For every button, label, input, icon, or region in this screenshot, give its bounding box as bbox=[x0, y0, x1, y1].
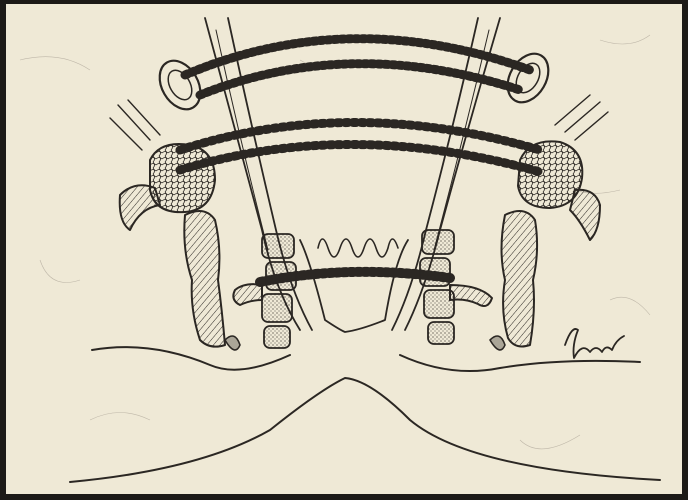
left-lower-tube bbox=[233, 284, 262, 305]
left-upper-bundle bbox=[110, 100, 160, 150]
left-stippled-block-2 bbox=[266, 262, 296, 290]
middle-dashed-band-bottom bbox=[180, 144, 540, 172]
upper-dashed-band-top bbox=[185, 39, 530, 75]
left-stippled-block-1 bbox=[262, 234, 294, 258]
left-ribbed-column bbox=[184, 211, 225, 347]
right-side-tube bbox=[570, 190, 600, 240]
paper-fibers bbox=[20, 35, 650, 449]
left-stippled-block-4 bbox=[264, 326, 290, 348]
canal-crypts bbox=[318, 239, 398, 257]
lower-mound-contour bbox=[70, 378, 660, 482]
right-stippled-block-2 bbox=[420, 258, 450, 286]
upper-dashed-band-bottom bbox=[200, 64, 520, 95]
left-upper-tube-ring bbox=[151, 53, 208, 116]
right-lower-tube bbox=[450, 285, 492, 306]
right-upper-tube-ring bbox=[499, 46, 556, 109]
body-contour-left bbox=[92, 347, 290, 370]
right-stippled-block-4 bbox=[428, 322, 454, 344]
right-small-crescent bbox=[490, 336, 505, 350]
right-upper-bundle bbox=[555, 95, 608, 140]
right-ribbed-column bbox=[502, 211, 538, 346]
body-contour-right bbox=[400, 355, 640, 371]
left-small-crescent bbox=[225, 336, 240, 350]
left-side-tube bbox=[120, 185, 160, 230]
left-stippled-block-3 bbox=[262, 294, 292, 322]
right-stippled-block-1 bbox=[422, 230, 454, 254]
artist-signature bbox=[565, 329, 624, 358]
